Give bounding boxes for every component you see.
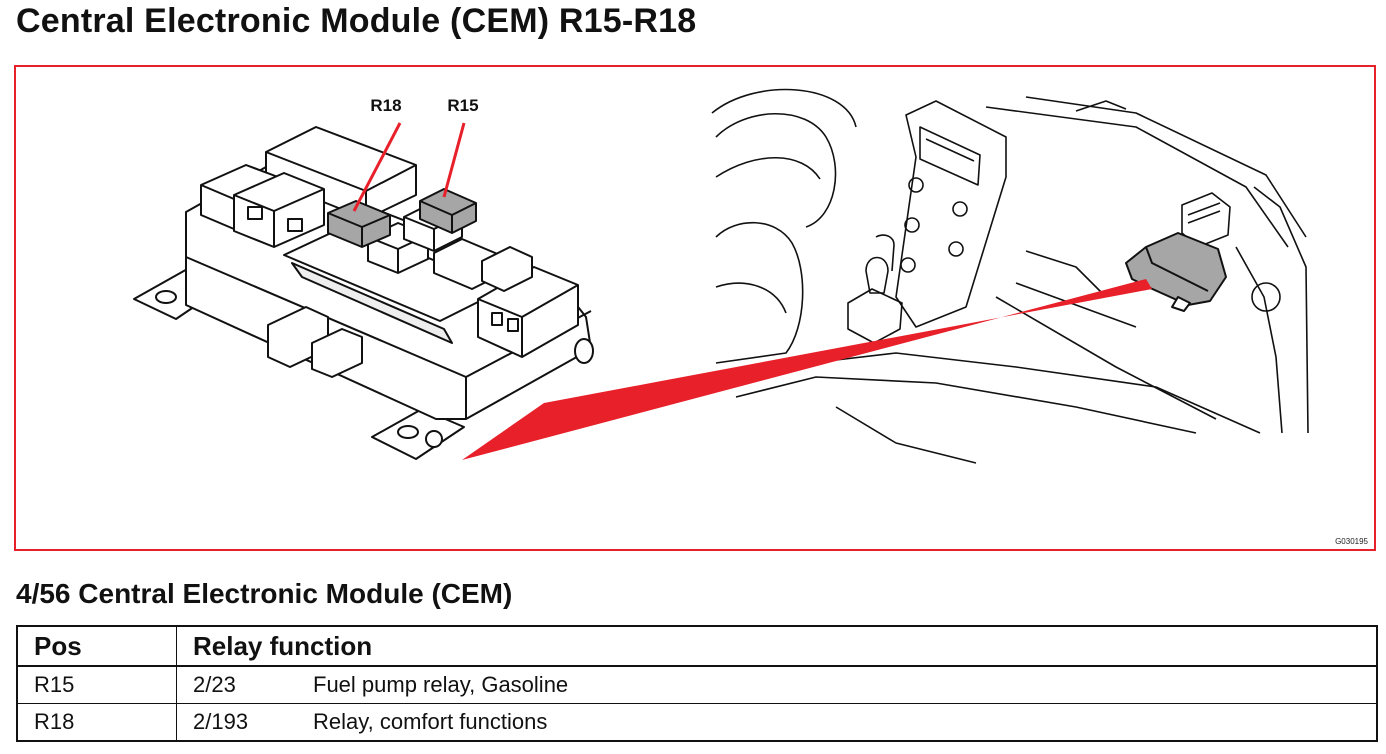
callout-label-r18: R18	[370, 96, 401, 115]
cem-installed	[1125, 232, 1227, 312]
page-title: Central Electronic Module (CEM) R15-R18	[16, 2, 697, 40]
section-title: 4/56 Central Electronic Module (CEM)	[16, 578, 513, 609]
diagram-frame: R18 R15	[14, 65, 1376, 551]
header-pos: Pos	[17, 626, 177, 667]
cell-code: 2/23	[176, 665, 297, 704]
callout-line-r18	[352, 122, 402, 212]
header-relay-function: Relay function	[176, 626, 1377, 667]
cell-function: Relay, comfort functions	[297, 703, 1377, 741]
table-header-row: Pos Relay function	[17, 626, 1377, 667]
cell-pos: R15	[17, 665, 177, 704]
relay-table: Pos Relay function R15 2/23 Fuel pump re…	[16, 625, 1378, 742]
callout-label-r15: R15	[447, 96, 478, 115]
table-row: R18 2/193 Relay, comfort functions	[17, 703, 1377, 741]
cell-code: 2/193	[176, 703, 297, 741]
cell-pos: R18	[17, 703, 177, 741]
location-pointer	[462, 279, 1152, 460]
relay-r18	[327, 200, 391, 248]
relay-r15	[419, 188, 477, 234]
figure-code: G030195	[1335, 537, 1368, 546]
cem-module	[133, 126, 594, 460]
cell-function: Fuel pump relay, Gasoline	[297, 665, 1377, 704]
cem-location-diagram: R18 R15	[133, 88, 1309, 464]
car-interior	[711, 88, 1309, 464]
callout-line-r15	[442, 122, 466, 198]
table-row: R15 2/23 Fuel pump relay, Gasoline	[17, 665, 1377, 704]
